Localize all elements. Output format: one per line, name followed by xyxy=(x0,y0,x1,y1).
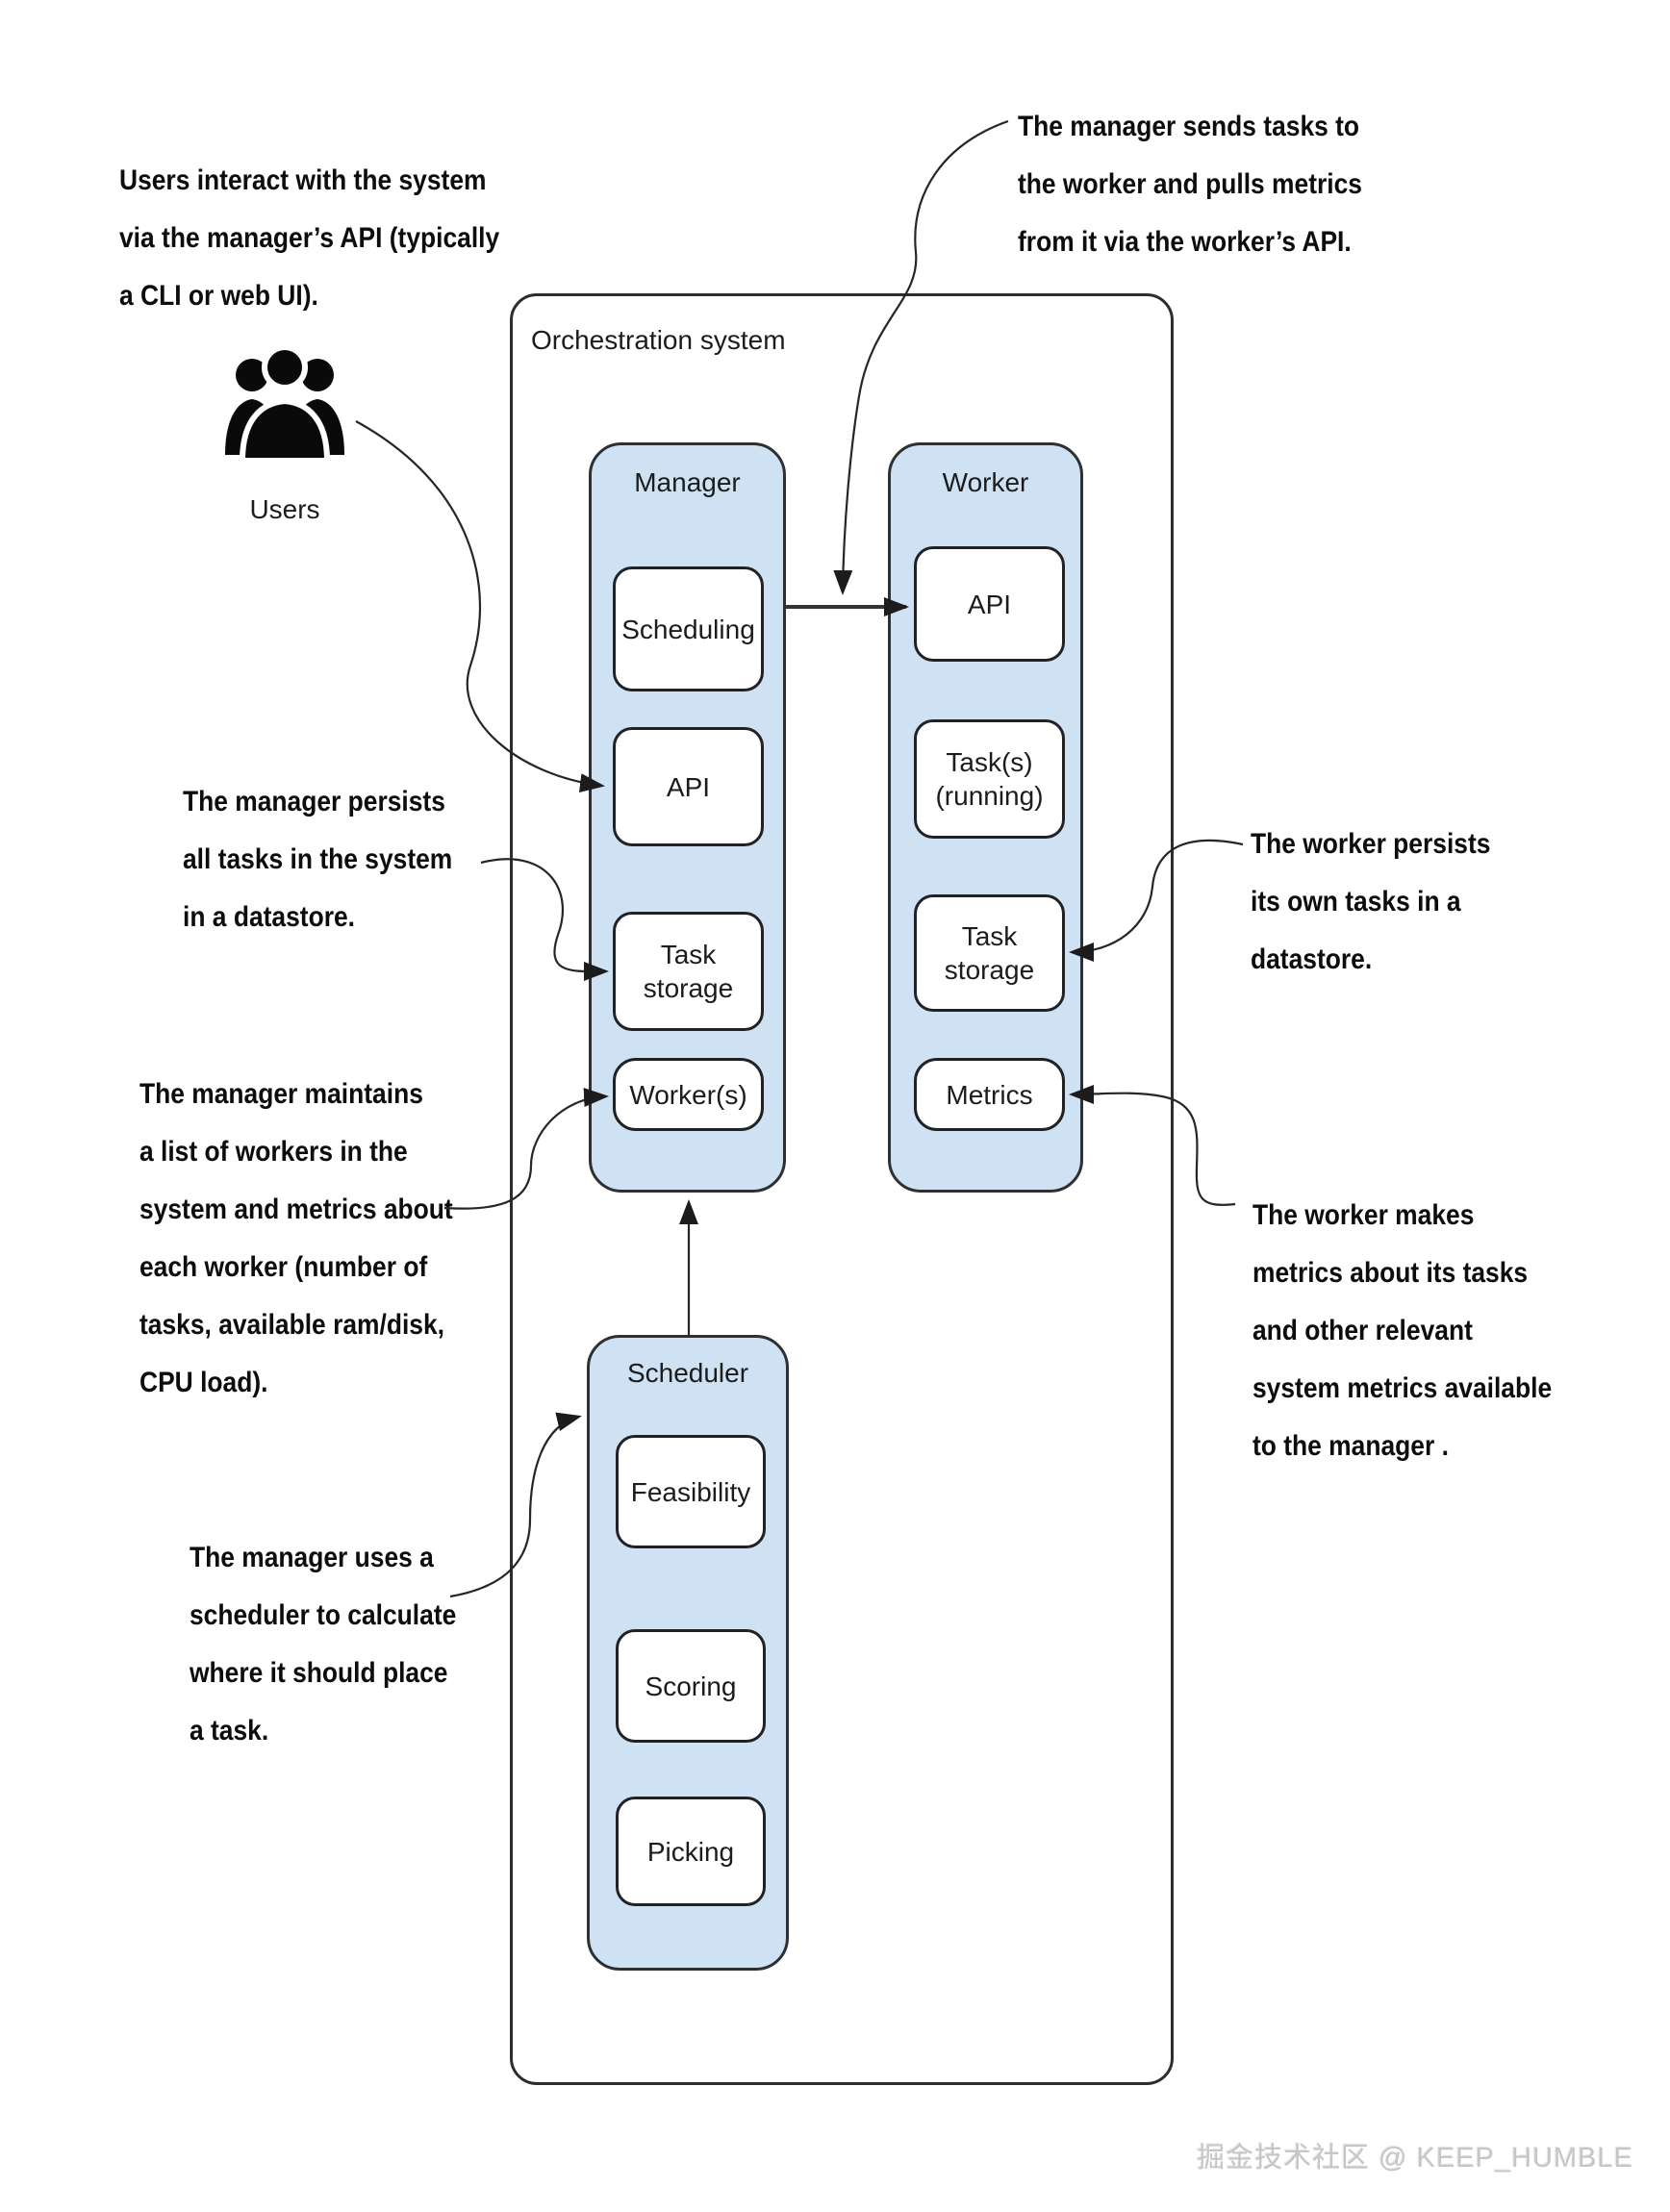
manager-title: Manager xyxy=(634,467,741,497)
annotation-users-interact: Users interact with the system via the m… xyxy=(119,164,500,312)
manager-workers-box: Worker(s) xyxy=(613,1058,764,1131)
manager-task-storage-box: Task storage xyxy=(613,912,764,1031)
scheduler-title: Scheduler xyxy=(626,1358,749,1388)
worker-metrics-box: Metrics xyxy=(914,1058,1065,1131)
annotation-manager-sends: The manager sends tasks to the worker an… xyxy=(1018,111,1362,258)
worker-title: Worker xyxy=(942,467,1029,497)
worker-task-storage-box: Task storage xyxy=(914,894,1065,1012)
annotation-worker-persists: The worker persists its own tasks in a d… xyxy=(1251,828,1491,975)
users-label: Users xyxy=(249,494,320,524)
worker-api-box: API xyxy=(914,546,1065,662)
annotation-worker-makes-metrics: The worker makes metrics about its tasks… xyxy=(1252,1199,1553,1462)
annotation-manager-uses-scheduler: The manager uses a scheduler to calculat… xyxy=(190,1542,457,1747)
manager-api-box: API xyxy=(613,727,764,846)
annotation-manager-persists: The manager persists all tasks in the sy… xyxy=(183,786,453,933)
scheduler-scoring-box: Scoring xyxy=(616,1629,766,1743)
annotation-manager-maintains: The manager maintains a list of workers … xyxy=(139,1078,453,1398)
worker-tasks-running-box: Task(s) (running) xyxy=(914,719,1065,839)
manager-scheduling-box: Scheduling xyxy=(613,566,764,691)
scheduler-feasibility-box: Feasibility xyxy=(616,1435,766,1548)
watermark-text: 掘金技术社区 @ KEEP_HUMBLE xyxy=(1197,2143,1633,2174)
orchestration-system-label: Orchestration system xyxy=(531,325,786,355)
users-icon xyxy=(225,344,344,464)
scheduler-picking-box: Picking xyxy=(616,1797,766,1906)
